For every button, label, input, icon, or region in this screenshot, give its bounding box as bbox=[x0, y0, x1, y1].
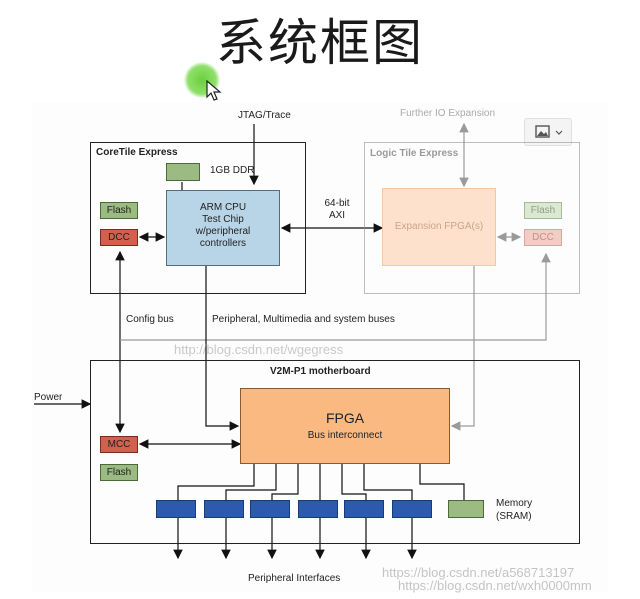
port-block bbox=[250, 500, 290, 518]
mcc-block: MCC bbox=[100, 436, 138, 453]
dcc-right-block: DCC bbox=[524, 229, 562, 246]
dcc-left-block: DCC bbox=[100, 229, 138, 246]
watermark-bottom-2: https://blog.csdn.net/wxh0000mm bbox=[398, 578, 592, 593]
fpga-label: FPGA bbox=[325, 410, 365, 426]
coretile-express-label: CoreTile Express bbox=[96, 147, 178, 158]
port-block bbox=[344, 500, 384, 518]
sram-memory-block bbox=[448, 500, 484, 518]
bus-interconnect-label: Bus interconnect bbox=[307, 430, 383, 441]
image-icon bbox=[535, 125, 563, 138]
controllers-label: controllers bbox=[199, 238, 247, 249]
logic-tile-express-label: Logic Tile Express bbox=[370, 148, 459, 159]
dcc-left-label: DCC bbox=[108, 232, 130, 243]
coretile-express-box bbox=[90, 142, 306, 294]
chevron-down-icon bbox=[555, 130, 563, 135]
flash-left-label: Flash bbox=[106, 205, 132, 216]
flash-mb-block: Flash bbox=[100, 464, 138, 481]
flash-right-label: Flash bbox=[530, 205, 556, 216]
mcc-label: MCC bbox=[107, 439, 131, 450]
logic-tile-express-box bbox=[364, 142, 580, 294]
arm-cpu-label: ARM CPU bbox=[199, 202, 247, 213]
further-io-label: Further IO Expansion bbox=[400, 108, 496, 119]
page-title: 系统框图 bbox=[216, 14, 424, 72]
dcc-right-label: DCC bbox=[532, 232, 554, 243]
sram-label: (SRAM) bbox=[496, 511, 532, 522]
motherboard-label: V2M-P1 motherboard bbox=[270, 366, 371, 377]
port-block bbox=[298, 500, 338, 518]
mouse-cursor-icon bbox=[206, 80, 222, 101]
ddr-label: 1GB DDR bbox=[210, 165, 255, 176]
port-block bbox=[156, 500, 196, 518]
expansion-fpga-label: Expansion FPGA(s) bbox=[394, 221, 484, 232]
config-bus-label: Config bus bbox=[126, 314, 174, 325]
motherboard-box bbox=[90, 360, 580, 544]
ddr-memory-block bbox=[166, 163, 200, 181]
watermark-center: http://blog.csdn.net/wgegress bbox=[174, 342, 344, 357]
test-chip-label: Test Chip bbox=[202, 214, 244, 225]
port-block bbox=[204, 500, 244, 518]
fpga-block bbox=[240, 388, 450, 464]
peripheral-buses-label: Peripheral, Multimedia and system buses bbox=[212, 314, 395, 325]
axi-width-label: 64-bit bbox=[324, 198, 350, 209]
flash-mb-label: Flash bbox=[106, 467, 132, 478]
peripheral-label: w/peripheral bbox=[195, 226, 251, 237]
power-label: Power bbox=[34, 392, 63, 403]
image-options-button[interactable] bbox=[524, 118, 572, 146]
arm-cpu-chip bbox=[166, 190, 280, 266]
flash-left-block: Flash bbox=[100, 202, 138, 219]
memory-label: Memory bbox=[496, 498, 533, 509]
watermark-bottom-1: https://blog.csdn.net/a568713197 bbox=[382, 565, 575, 580]
peripheral-interfaces-label: Peripheral Interfaces bbox=[248, 573, 341, 584]
flash-right-block: Flash bbox=[524, 202, 562, 219]
jtag-trace-label: JTAG/Trace bbox=[238, 110, 291, 121]
expansion-fpga-block: Expansion FPGA(s) bbox=[382, 188, 496, 266]
axi-label: AXI bbox=[328, 210, 346, 221]
port-block bbox=[392, 500, 432, 518]
